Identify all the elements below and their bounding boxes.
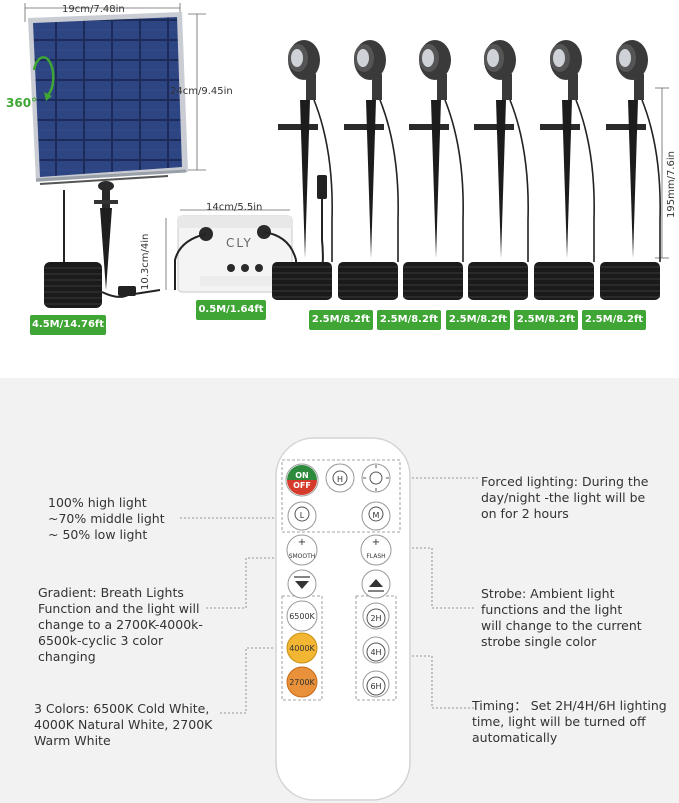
annotation-line: on for 2 hours xyxy=(481,506,569,521)
annotation-line: ~ 50% low light xyxy=(48,527,148,542)
low-label: L xyxy=(300,511,305,520)
box-height-label: 10.3cm/4in xyxy=(140,233,151,290)
color-6500-label: 6500K xyxy=(289,612,315,621)
annotation-line: 100% high light xyxy=(48,495,147,510)
cable-box-label: 0.5M/1.64ft xyxy=(196,300,266,320)
timer-4h-label: 4H xyxy=(370,648,381,657)
flash-label: FLASH xyxy=(366,553,385,560)
annotation-line: will change to the current xyxy=(481,618,642,633)
middle-light-button[interactable] xyxy=(361,501,391,531)
panel-height-label: 24cm/9.45in xyxy=(170,86,233,97)
box-brand: CLY xyxy=(226,236,253,250)
annotation-line: time, light will be turned off xyxy=(472,714,646,729)
smooth-button[interactable]: + xyxy=(286,534,318,566)
spotlight xyxy=(534,40,595,300)
product-illustration xyxy=(24,3,669,308)
annotation-line: day/night -the light will be xyxy=(481,490,646,505)
cable-light-label: 2.5M/8.2ft xyxy=(377,310,441,330)
brightness-down-button[interactable] xyxy=(287,569,317,599)
forced-light-button[interactable] xyxy=(361,463,391,493)
control-box xyxy=(174,215,297,296)
annotation-line: Timing： Set 2H/4H/6H lighting xyxy=(472,698,667,713)
off-label: OFF xyxy=(293,481,311,490)
high-light-button[interactable] xyxy=(325,463,355,493)
timing-annotation: Timing： Set 2H/4H/6H lighting time, ligh… xyxy=(472,698,667,746)
spotlights xyxy=(272,40,661,300)
forced-annotation: Forced lighting: During the day/night -t… xyxy=(481,474,648,522)
cable-light-label: 2.5M/8.2ft xyxy=(514,310,578,330)
product-overview: 19cm/7.48in 24cm/9.45in 360° 14cm/5.5in … xyxy=(0,0,679,378)
spotlight xyxy=(468,40,529,300)
timer-6h-label: 6H xyxy=(370,682,381,691)
annotation-line: change to a 2700K-4000k- xyxy=(38,617,203,632)
annotation-line: Gradient: Breath Lights xyxy=(38,585,184,600)
cable-light-label: 2.5M/8.2ft xyxy=(309,310,373,330)
on-label: ON xyxy=(295,471,309,480)
annotation-line: Warm White xyxy=(34,733,111,748)
spotlight xyxy=(403,40,464,300)
annotation-line: ~70% middle light xyxy=(48,511,165,526)
box-width-label: 14cm/5.5in xyxy=(206,202,263,213)
gradient-annotation: Gradient: Breath Lights Function and the… xyxy=(38,585,203,665)
color-6500k-button[interactable] xyxy=(286,600,318,632)
timer-2h-button[interactable] xyxy=(362,602,390,630)
annotation-line: 4000K Natural White, 2700K xyxy=(34,717,213,732)
panel-cable-coil xyxy=(44,190,161,308)
flash-button[interactable]: + xyxy=(360,534,392,566)
leader-lines xyxy=(180,477,478,714)
smooth-label: SMOOTH xyxy=(289,553,316,560)
high-label: H xyxy=(337,475,343,484)
spotlight xyxy=(272,40,333,300)
timer-2h-label: 2H xyxy=(370,614,381,623)
panel-width-label: 19cm/7.48in xyxy=(62,4,125,15)
spotlight xyxy=(600,40,661,300)
cable-light-label: 2.5M/8.2ft xyxy=(446,310,510,330)
svg-text:+: + xyxy=(298,537,306,548)
color-2700k-button[interactable] xyxy=(286,666,318,698)
solar-panel xyxy=(28,12,188,185)
color-4000k-button[interactable] xyxy=(286,632,318,664)
rotate-label: 360° xyxy=(6,96,38,110)
annotation-line: 6500k-cyclic 3 color xyxy=(38,633,164,648)
brightness-annotation: 100% high light ~70% middle light ~ 50% … xyxy=(48,495,165,543)
annotation-line: changing xyxy=(38,649,96,664)
spike-height-label: 195mm/7.6in xyxy=(666,151,677,218)
panel-stake xyxy=(94,181,118,290)
spotlight xyxy=(338,40,399,300)
cable-panel-label: 4.5M/14.76ft xyxy=(30,315,106,335)
cable-light-label: 2.5M/8.2ft xyxy=(582,310,646,330)
color-4000-label: 4000K xyxy=(289,644,315,653)
on-off-button[interactable] xyxy=(285,463,319,497)
colors-annotation: 3 Colors: 6500K Cold White, 4000K Natura… xyxy=(34,701,212,749)
annotation-line: functions and the light xyxy=(481,602,623,617)
timer-4h-button[interactable] xyxy=(362,636,390,664)
rotate-arrow-icon xyxy=(32,56,55,96)
svg-text:+: + xyxy=(372,537,380,548)
strobe-annotation: Strobe: Ambient light functions and the … xyxy=(481,586,642,650)
annotation-line: 3 Colors: 6500K Cold White, xyxy=(34,701,210,716)
brightness-up-button[interactable] xyxy=(361,569,391,599)
remote-section: + + xyxy=(0,378,679,803)
annotation-line: Strobe: Ambient light xyxy=(481,586,615,601)
mid-label: M xyxy=(373,511,380,520)
annotation-line: automatically xyxy=(472,730,558,745)
timer-6h-button[interactable] xyxy=(362,670,390,698)
remote-illustration: + + xyxy=(180,437,478,801)
low-light-button[interactable] xyxy=(287,501,317,531)
annotation-line: Forced lighting: During the xyxy=(481,474,649,489)
color-2700-label: 2700K xyxy=(289,678,315,687)
annotation-line: strobe single color xyxy=(481,634,597,649)
annotation-line: Function and the light will xyxy=(38,601,200,616)
